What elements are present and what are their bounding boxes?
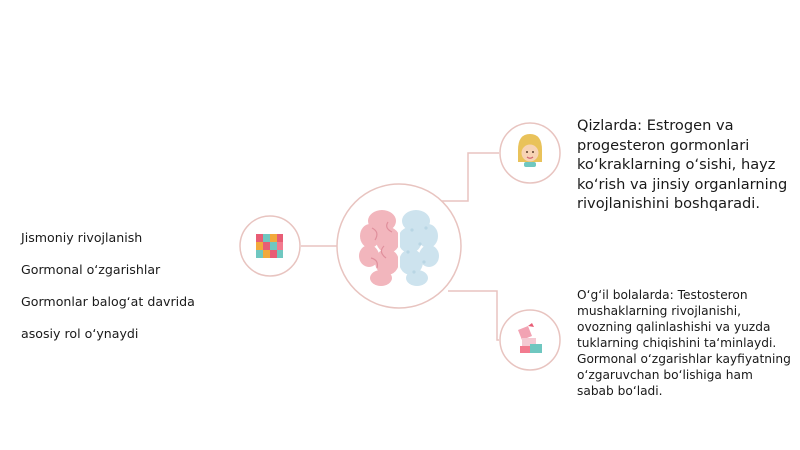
left-line-2: Gormonal o‘zgarishlar [21,262,161,277]
left-line-4: asosiy rol o‘ynaydi [21,326,139,341]
girls-node [499,122,561,184]
connector-girls [440,152,499,202]
boys-node [499,309,561,371]
left-line-1: Jismoniy rivojlanish [21,230,143,245]
colorful-blocks-icon [256,234,283,258]
brain-left-hemisphere [359,210,400,286]
brain-right-hemisphere [398,210,439,286]
girls-description: Qizlarda: Estrogen va progesteron gormon… [577,117,788,212]
left-node [239,215,301,277]
left-line-3: Gormonlar balog‘at davrida [21,294,195,309]
boys-description: O‘g‘il bolalarda: Testosteron mushaklarn… [577,288,791,398]
connectors [301,152,499,341]
girl-face-icon [518,134,542,167]
connector-boys [448,290,499,341]
gift-blocks-icon [518,323,542,353]
brain-node [336,183,462,309]
brain-icon [359,210,439,286]
left-text-block: Jismoniy rivojlanish Gormonal o‘zgarishl… [21,214,221,358]
